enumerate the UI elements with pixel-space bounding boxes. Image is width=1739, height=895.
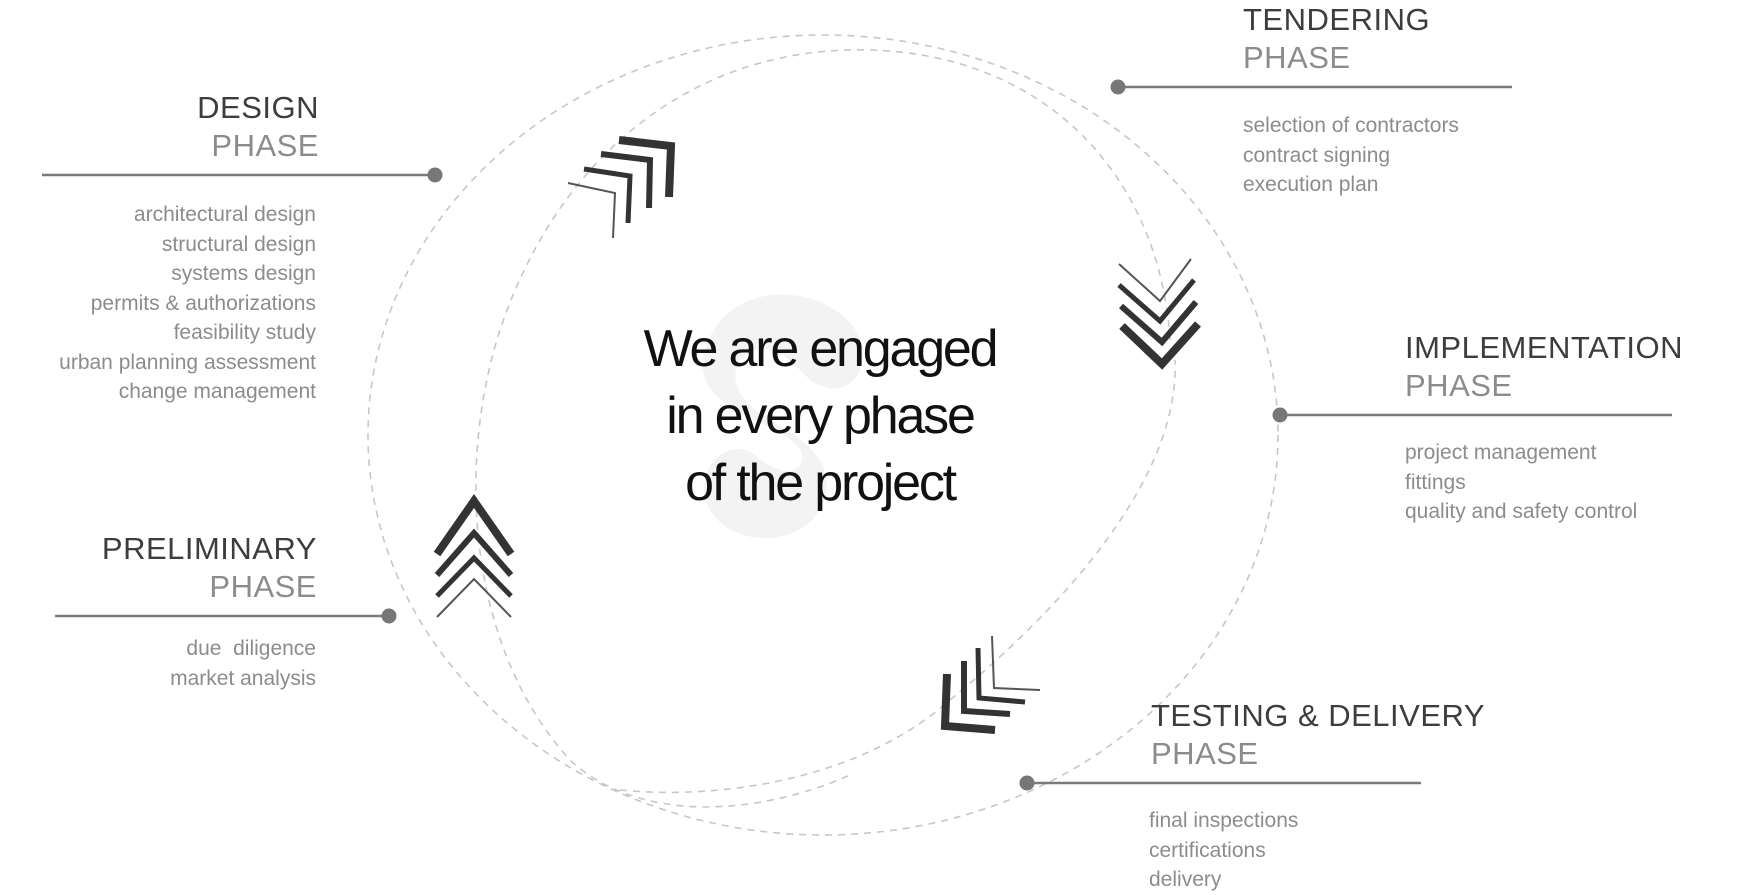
cycle-path <box>367 34 1279 836</box>
list-item: final inspections <box>1149 809 1299 832</box>
list-item: fittings <box>1405 470 1466 494</box>
list-item: urban planning assessment <box>59 350 316 374</box>
phase-connectors <box>42 79 1672 791</box>
list-item: delivery <box>1149 868 1222 891</box>
implementation-phase-items: project management fittings quality and … <box>1405 438 1637 527</box>
design-phase-subtitle: PHASE <box>211 128 319 163</box>
chevron-down-left-icon <box>940 635 1041 734</box>
design-phase-title: DESIGN <box>197 90 319 125</box>
design-phase-heading: DESIGN PHASE <box>197 89 319 165</box>
tendering-phase-items: selection of contractors contract signin… <box>1243 111 1459 200</box>
list-item: project management <box>1405 441 1597 464</box>
tendering-phase-subtitle: PHASE <box>1243 40 1351 75</box>
chevron-up-icon <box>433 494 515 618</box>
testing-phase-subtitle: PHASE <box>1151 736 1259 771</box>
list-item: contract signing <box>1243 143 1391 167</box>
chevron-up-right-icon <box>567 136 676 239</box>
chevron-down-icon <box>1117 258 1201 370</box>
preliminary-phase-subtitle: PHASE <box>209 569 317 604</box>
tendering-phase-heading: TENDERING PHASE <box>1243 1 1430 77</box>
list-item: selection of contractors <box>1243 114 1459 137</box>
list-item: feasibility study <box>173 321 316 344</box>
preliminary-phase-heading: PRELIMINARY PHASE <box>102 530 317 606</box>
headline: We are engaged in every phase of the pro… <box>560 316 1080 517</box>
headline-line-2: in every phase <box>666 387 976 445</box>
list-item: structural design <box>161 232 316 256</box>
preliminary-phase-title: PRELIMINARY <box>101 531 317 566</box>
list-item: certifications <box>1149 838 1266 862</box>
headline-line-1: We are engaged <box>643 320 999 378</box>
implementation-phase-heading: IMPLEMENTATION PHASE <box>1405 329 1683 405</box>
testing-phase-items: final inspections certifications deliver… <box>1149 806 1298 895</box>
implementation-phase-subtitle: PHASE <box>1405 368 1513 403</box>
list-item: due diligence <box>186 637 316 660</box>
headline-line-3: of the project <box>685 454 957 512</box>
list-item: permits & authorizations <box>90 291 316 315</box>
list-item: market analysis <box>170 666 316 690</box>
list-item: change management <box>118 380 316 403</box>
preliminary-phase-items: due diligence market analysis <box>170 634 316 693</box>
list-item: architectural design <box>133 203 316 226</box>
list-item: quality and safety control <box>1405 500 1638 523</box>
logo-watermark <box>702 294 863 539</box>
design-phase-items: architectural design structural design s… <box>59 200 316 407</box>
testing-phase-title: TESTING & DELIVERY <box>1151 698 1486 733</box>
testing-phase-heading: TESTING & DELIVERY PHASE <box>1151 697 1485 773</box>
list-item: execution plan <box>1243 173 1379 196</box>
list-item: systems design <box>171 262 316 285</box>
tendering-phase-title: TENDERING <box>1243 2 1431 37</box>
implementation-phase-title: IMPLEMENTATION <box>1405 330 1683 365</box>
